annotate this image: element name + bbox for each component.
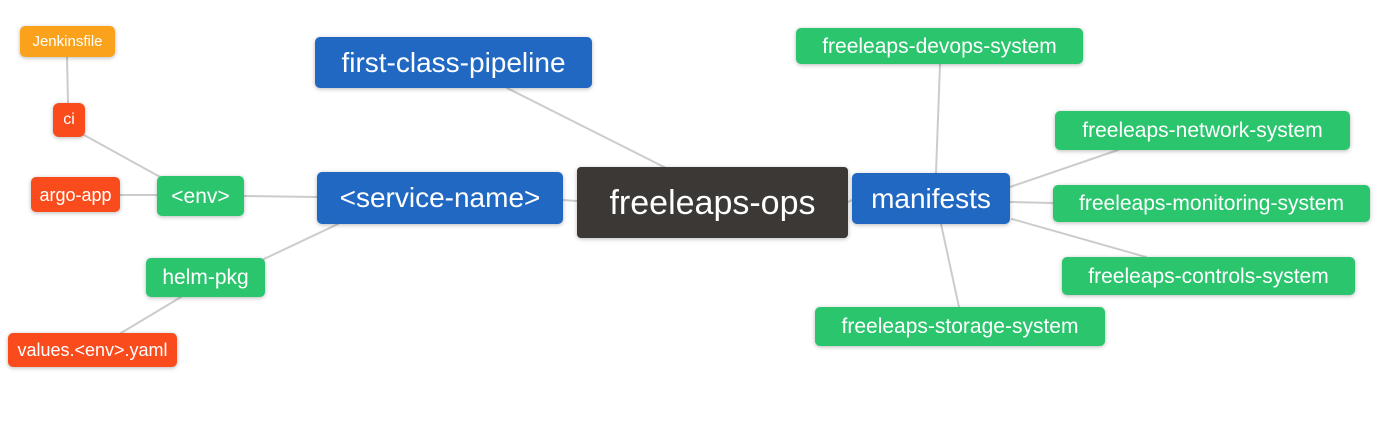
edge-env-service-name	[243, 195, 318, 198]
edge-service-name-helm-pkg	[263, 223, 339, 260]
node-network-system[interactable]: freeleaps-network-system	[1055, 111, 1350, 150]
node-manifests[interactable]: manifests	[852, 173, 1010, 224]
edge-manifests-devops	[935, 63, 941, 174]
edge-pipeline-ops	[506, 87, 671, 171]
edge-helm-pkg-values	[120, 296, 182, 334]
node-ci[interactable]: ci	[53, 103, 85, 137]
edge-service-name-ops	[562, 199, 578, 202]
edge-manifests-controls	[1011, 218, 1147, 258]
node-argo-app[interactable]: argo-app	[31, 177, 120, 212]
node-env[interactable]: <env>	[157, 176, 244, 216]
edge-manifests-storage	[940, 223, 960, 308]
node-devops-system[interactable]: freeleaps-devops-system	[796, 28, 1083, 64]
node-first-class-pipeline[interactable]: first-class-pipeline	[315, 37, 592, 88]
edge-manifests-monitoring	[1009, 201, 1054, 204]
node-service-name[interactable]: <service-name>	[317, 172, 563, 224]
edge-jenkinsfile-ci	[66, 56, 69, 104]
node-jenkinsfile[interactable]: Jenkinsfile	[20, 26, 115, 57]
node-storage-system[interactable]: freeleaps-storage-system	[815, 307, 1105, 346]
edge-ci-env	[83, 134, 163, 179]
node-controls-system[interactable]: freeleaps-controls-system	[1062, 257, 1355, 295]
node-helm-pkg[interactable]: helm-pkg	[146, 258, 265, 297]
edge-manifests-network	[1009, 149, 1119, 188]
node-values-env-yaml[interactable]: values.<env>.yaml	[8, 333, 177, 367]
edge-ops-manifests	[847, 199, 853, 203]
node-freeleaps-ops-root[interactable]: freeleaps-ops	[577, 167, 848, 238]
node-monitoring-system[interactable]: freeleaps-monitoring-system	[1053, 185, 1370, 222]
